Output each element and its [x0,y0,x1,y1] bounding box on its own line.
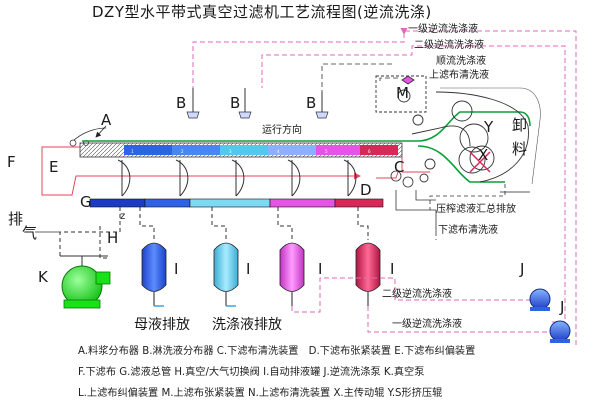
wash-pump-1 [549,320,571,343]
label-discharge-1: 卸 [512,116,528,134]
svg-text:2: 2 [181,149,184,154]
svg-text:3: 3 [229,149,232,154]
receiver-pipes [59,207,369,259]
receiver-tank-1 [141,242,167,307]
marker-J2: J [560,298,565,316]
zone-4 [268,145,316,155]
marker-I3: I [318,260,323,278]
wash-distributor-3 [315,92,329,119]
marker-B1: B [176,94,187,112]
marker-A: A [101,111,112,129]
receiver-tank-4 [355,242,381,306]
receiver-tank-3 [279,242,305,306]
filtrate-header [89,198,384,208]
label-level1-wash: 一级逆流洗涤液 [408,24,478,35]
page-title: DZY型水平带式真空过滤机工艺流程图(逆流洗涤) [92,3,432,21]
marker-B2: B [230,94,241,112]
legend-line-2: F.下滤布 G.滤液总管 H.真空/大气切换阀 I.自动排液罐 J.逆流洗涤泵 … [78,367,425,378]
marker-I2: I [246,260,251,278]
label-press-filtrate: 压榨滤液汇总排放 [436,204,516,215]
marker-C: C [394,158,405,176]
lower-filter-cloth [41,146,430,196]
marker-D: D [360,181,372,199]
wash-pump-2 [529,288,551,311]
vacuum-box [79,142,403,158]
marker-G: G [80,193,92,211]
label-exhaust-1: 排 [8,210,24,228]
slurry-arrow [95,125,107,138]
wash-distributor-1 [186,88,200,119]
wash-distributor-2 [238,88,252,119]
marker-Z: z [120,211,126,222]
label-co-wash: 顺流洗涤液 [436,56,486,67]
legend-line-3: L.上滤布纠偏装置 M.上滤布张紧装置 N.上滤布清洗装置 X.主传动辊 Y.S… [78,388,443,399]
label-lower-cloth-wash: 下滤布清洗液 [438,225,498,236]
marker-M: M [396,84,409,102]
label-mother-liquor: 母液排放 [134,317,190,333]
marker-H: H [107,229,119,247]
marker-J1: J [520,260,525,278]
label-level2-bottom: 二级逆流洗涤液 [382,289,452,300]
zone-1 [124,145,172,155]
drive-frame [440,87,541,185]
marker-F: F [7,153,16,171]
zone-6 [360,145,398,155]
marker-X: X [478,146,489,164]
press-filtrate-line [429,184,506,240]
zone-2 [172,145,220,155]
upper-filter-belt [82,111,531,183]
marker-B3: B [306,94,317,112]
vacuum-pump [60,255,111,309]
filtrate-funnels [117,159,357,197]
marker-I4: I [390,260,395,278]
label-wash-liquor: 洗涤液排放 [212,317,282,333]
second-stage-return-line [291,277,548,333]
zone-5 [316,145,360,155]
marker-K: K [38,268,48,286]
marker-E: E [49,158,59,176]
marker-I1: I [174,260,179,278]
receiver-tank-2 [213,242,239,307]
label-level1-bottom: 一级逆流洗涤液 [392,319,462,330]
svg-text:5: 5 [325,149,328,154]
svg-text:6: 6 [368,149,371,154]
label-level2-wash: 二级逆流洗涤液 [414,40,484,51]
svg-text:4: 4 [277,149,280,154]
label-upper-cloth-wash: 上滤布清洗液 [429,70,489,81]
label-direction: 运行方向 [262,125,302,136]
press-roller-assembly [375,75,529,183]
label-exhaust-2: 气 [22,224,38,242]
legend-line-1: A.料浆分布器 B.淋洗液分布器 C.下滤布清洗装置 D.下滤布张紧装置 E.下… [78,346,476,357]
marker-Y: Y [484,118,494,136]
co-current-wash-line [321,63,398,92]
svg-text:1: 1 [131,149,134,154]
lower-cloth-washer [390,170,437,232]
zone-3 [220,145,268,155]
label-discharge-2: 料 [512,140,528,158]
